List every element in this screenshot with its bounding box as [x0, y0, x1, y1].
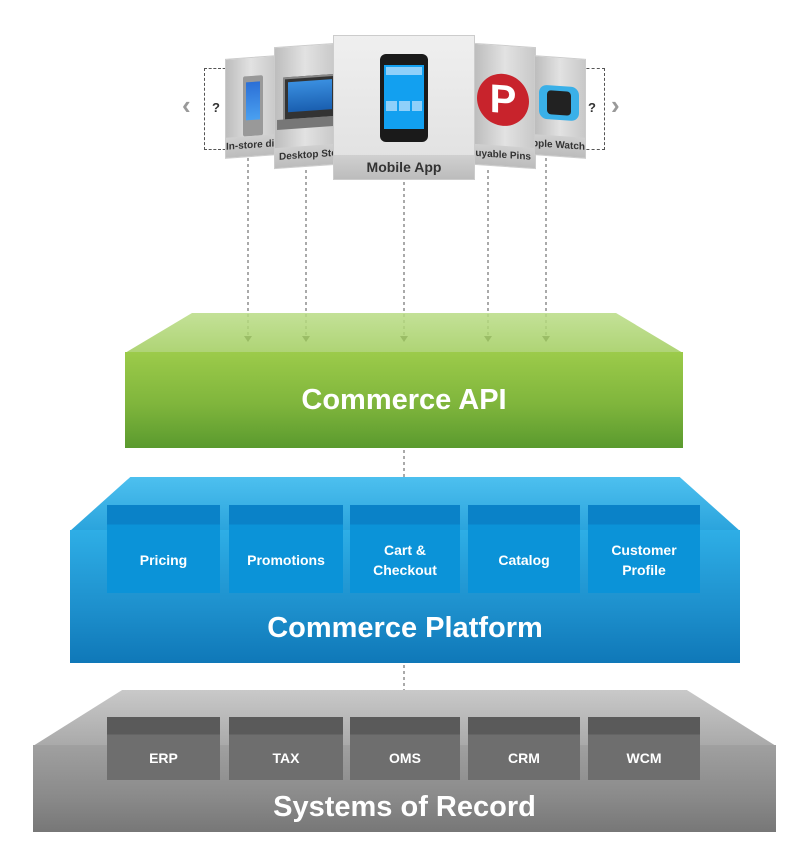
module-label: Pricing [139, 552, 188, 568]
smartphone-icon [380, 54, 428, 142]
channel-label: Mobile App [334, 155, 474, 179]
module-label: WCM [626, 749, 662, 766]
module-label: Promotions [247, 552, 325, 568]
commerce-api-top [125, 313, 683, 353]
module-crm[interactable]: CRM [468, 717, 580, 780]
commerce-api-title: Commerce API [301, 383, 507, 416]
placeholder-channel-left [204, 68, 235, 150]
unknown-channel-right: ? [588, 100, 596, 115]
module-customer-profile[interactable]: Customer Profile [588, 505, 700, 593]
module-label: CRM [508, 749, 540, 766]
module-label: TAX [272, 749, 300, 766]
chevron-right-icon[interactable]: › [611, 90, 620, 120]
module-erp[interactable]: ERP [107, 717, 220, 780]
commerce-platform-title: Commerce Platform [267, 611, 543, 644]
chevron-left-icon[interactable]: ‹ [182, 90, 191, 120]
commerce-api-layer[interactable]: Commerce API [125, 352, 683, 448]
module-catalog[interactable]: Catalog [468, 505, 580, 593]
module-label: ERP [149, 749, 178, 766]
module-oms[interactable]: OMS [350, 717, 460, 780]
module-wcm[interactable]: WCM [588, 717, 700, 780]
module-label: Catalog [498, 552, 550, 568]
module-label: Cart & Checkout [373, 542, 437, 578]
placeholder-channel-right [576, 68, 605, 150]
channel-card-mobile[interactable]: Mobile App [333, 35, 475, 180]
unknown-channel-left: ? [212, 100, 220, 115]
module-promotions[interactable]: Promotions [229, 505, 343, 593]
module-label: OMS [389, 749, 421, 766]
module-label: Customer Profile [611, 542, 677, 578]
module-tax[interactable]: TAX [229, 717, 343, 780]
systems-of-record-title: Systems of Record [273, 790, 536, 823]
module-pricing[interactable]: Pricing [107, 505, 220, 593]
module-cart-checkout[interactable]: Cart & Checkout [350, 505, 460, 593]
